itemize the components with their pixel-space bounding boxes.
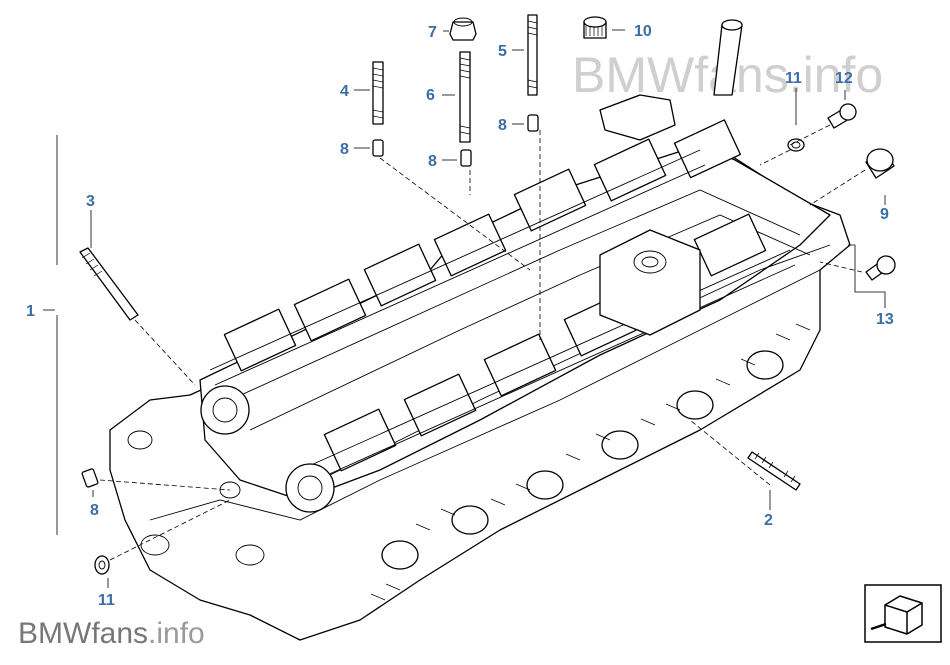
stud-6 <box>459 51 471 143</box>
callout-3: 3 <box>86 193 95 210</box>
plug-12 <box>827 103 857 129</box>
manifold-studs <box>370 323 811 601</box>
callout-labels: 1 2 3 4 5 6 7 8 8 8 8 9 10 11 11 12 13 <box>26 23 894 609</box>
sealing-ring-11-bottom <box>94 555 110 575</box>
cube-icon[interactable] <box>864 584 942 643</box>
exhaust-ports <box>381 350 784 570</box>
plug-10 <box>583 16 607 39</box>
callout-12: 12 <box>835 70 853 87</box>
callout-6: 6 <box>426 87 435 104</box>
sleeve-8a <box>372 139 384 157</box>
callout-5: 5 <box>498 43 507 60</box>
callout-1: 1 <box>26 303 35 320</box>
callout-8a: 8 <box>340 141 349 158</box>
callout-4: 4 <box>340 83 349 100</box>
callout-13: 13 <box>876 311 894 328</box>
sealing-ring-11-top <box>787 138 805 152</box>
bearing-caps <box>223 119 767 472</box>
sensor-tube <box>713 19 743 96</box>
callout-8d: 8 <box>90 502 99 519</box>
callout-10: 10 <box>634 23 652 40</box>
stud-4 <box>372 61 384 125</box>
stud-3 <box>79 247 139 321</box>
watermark-bottom-main: BMWfans <box>18 617 148 650</box>
exhaust-cam-end <box>285 463 335 513</box>
stud-2 <box>747 451 801 491</box>
watermark-bottom: BMWfans.info <box>18 617 205 650</box>
callout-11b: 11 <box>98 592 115 609</box>
callout-7: 7 <box>428 24 437 41</box>
callout-8c: 8 <box>498 117 507 134</box>
callout-8b: 8 <box>428 153 437 170</box>
sleeve-8b <box>460 149 472 167</box>
callout-2: 2 <box>764 512 773 529</box>
callout-9: 9 <box>880 206 889 223</box>
nut-7 <box>449 17 477 41</box>
stud-5 <box>527 14 538 96</box>
watermark-bottom-suffix: .info <box>148 617 205 650</box>
sleeve-8d <box>81 468 99 488</box>
bolt-13 <box>865 255 896 281</box>
camshafts <box>209 149 796 486</box>
vanos-block <box>599 229 701 336</box>
intake-cam-end <box>200 385 250 435</box>
cylinder-head-assembly <box>109 94 851 641</box>
sleeve-8c <box>527 114 539 132</box>
callout-11a: 11 <box>785 70 802 87</box>
sensor-bracket <box>599 94 676 141</box>
leader-lines <box>43 29 886 588</box>
cap-9 <box>865 148 895 179</box>
